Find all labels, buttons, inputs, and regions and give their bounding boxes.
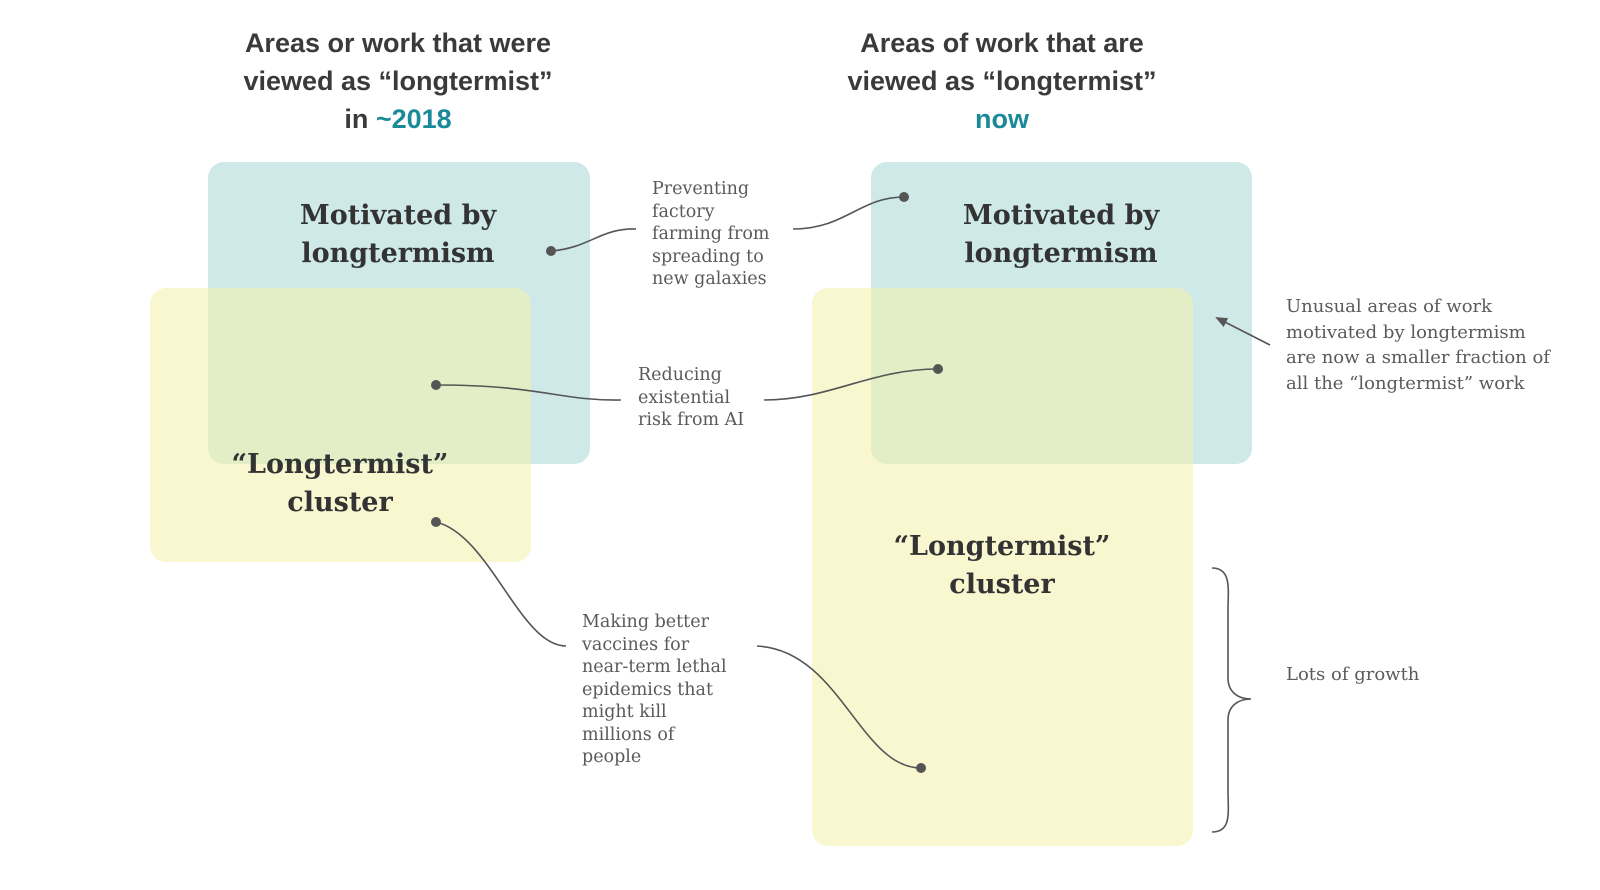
ai-dot-right <box>933 364 943 374</box>
left-heading-line-2: viewed as “longtermist” <box>243 66 553 96</box>
right-heading-now: now <box>975 104 1029 134</box>
left-cluster-label: “Longtermist” cluster <box>231 449 449 518</box>
right-heading: Areas of work that are viewed as “longte… <box>840 24 1164 138</box>
vaccine-dot-right <box>916 763 926 773</box>
growth-brace <box>1211 567 1252 833</box>
unusual-areas-arrow <box>1215 317 1271 346</box>
growth-note: Lots of growth <box>1286 664 1420 685</box>
left-heading-year: ~2018 <box>375 104 452 134</box>
left-motivated-label: Motivated by longtermism <box>299 200 497 269</box>
factory-connector-left <box>550 228 637 252</box>
vaccines-note: Making better vaccines for near-term let… <box>582 612 727 767</box>
right-cluster-box <box>812 288 1193 846</box>
factory-dot-left <box>546 246 556 256</box>
ai-risk-note: Reducing existential risk from AI <box>638 365 745 430</box>
left-heading-line-3: in ~2018 <box>238 100 558 138</box>
left-heading: Areas or work that were viewed as “longt… <box>238 24 558 138</box>
ai-dot-left <box>431 380 441 390</box>
ai-connector-left <box>435 384 622 401</box>
factory-farming-note: Preventing factory farming from spreadin… <box>652 179 770 289</box>
vaccine-dot-left <box>431 517 441 527</box>
right-heading-line-2: viewed as “longtermist” <box>847 66 1157 96</box>
left-heading-line-1: Areas or work that were <box>244 28 552 58</box>
right-cluster-label: “Longtermist” cluster <box>893 531 1111 600</box>
vaccine-connector-right <box>756 645 922 769</box>
ai-connector-right <box>763 368 939 401</box>
right-motivated-label: Motivated by longtermism <box>962 200 1160 269</box>
left-cluster-box <box>150 288 531 562</box>
factory-dot-right <box>899 192 909 202</box>
factory-connector-right <box>792 196 905 230</box>
unusual-areas-note: Unusual areas of work motivated by longt… <box>1286 296 1550 394</box>
right-heading-line-1: Areas of work that are <box>860 28 1144 58</box>
left-heading-prefix: in <box>344 104 376 134</box>
vaccine-connector-left <box>435 521 567 647</box>
